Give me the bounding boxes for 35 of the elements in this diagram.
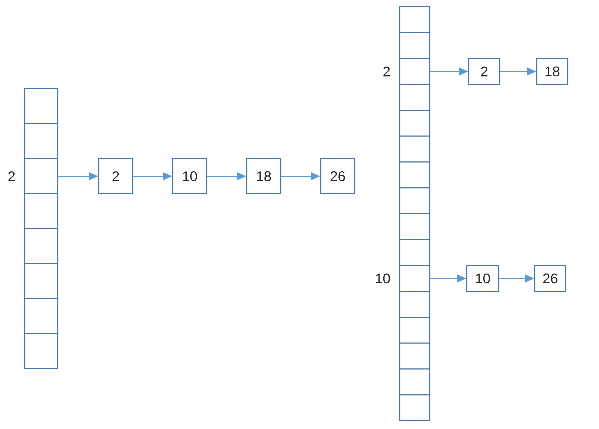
index-label: 10 — [376, 274, 390, 284]
table-cell — [399, 265, 431, 292]
table-cell — [399, 316, 431, 344]
table-cell — [399, 32, 431, 60]
table-cell — [24, 158, 59, 195]
table-cell — [399, 58, 431, 86]
table-cell — [399, 213, 431, 240]
list-node-box: 2 — [468, 58, 501, 86]
table-cell — [399, 368, 431, 396]
table-cell — [24, 123, 59, 160]
table-cell — [399, 188, 431, 215]
table-cell — [399, 342, 431, 370]
index-label: 2 — [8, 172, 16, 182]
table-cell — [24, 228, 59, 265]
table-cell — [399, 6, 431, 34]
list-node-box: 10 — [172, 158, 208, 195]
table-cell — [399, 291, 431, 318]
table-cell — [399, 136, 431, 163]
list-node-box: 2 — [98, 158, 134, 195]
list-node-box: 26 — [534, 265, 567, 292]
table-cell — [24, 88, 59, 125]
list-node-box: 26 — [320, 158, 356, 195]
table-cell — [399, 84, 431, 112]
list-node-box: 18 — [246, 158, 282, 195]
list-node-box: 18 — [536, 58, 569, 86]
list-node-box: 10 — [466, 265, 500, 292]
table-cell — [24, 298, 59, 335]
table-cell — [399, 110, 431, 137]
table-cell — [399, 239, 431, 266]
table-cell — [24, 333, 59, 370]
table-cell — [24, 193, 59, 230]
index-label: 2 — [384, 66, 390, 77]
table-cell — [24, 263, 59, 300]
table-cell — [399, 394, 431, 422]
table-cell — [399, 162, 431, 189]
